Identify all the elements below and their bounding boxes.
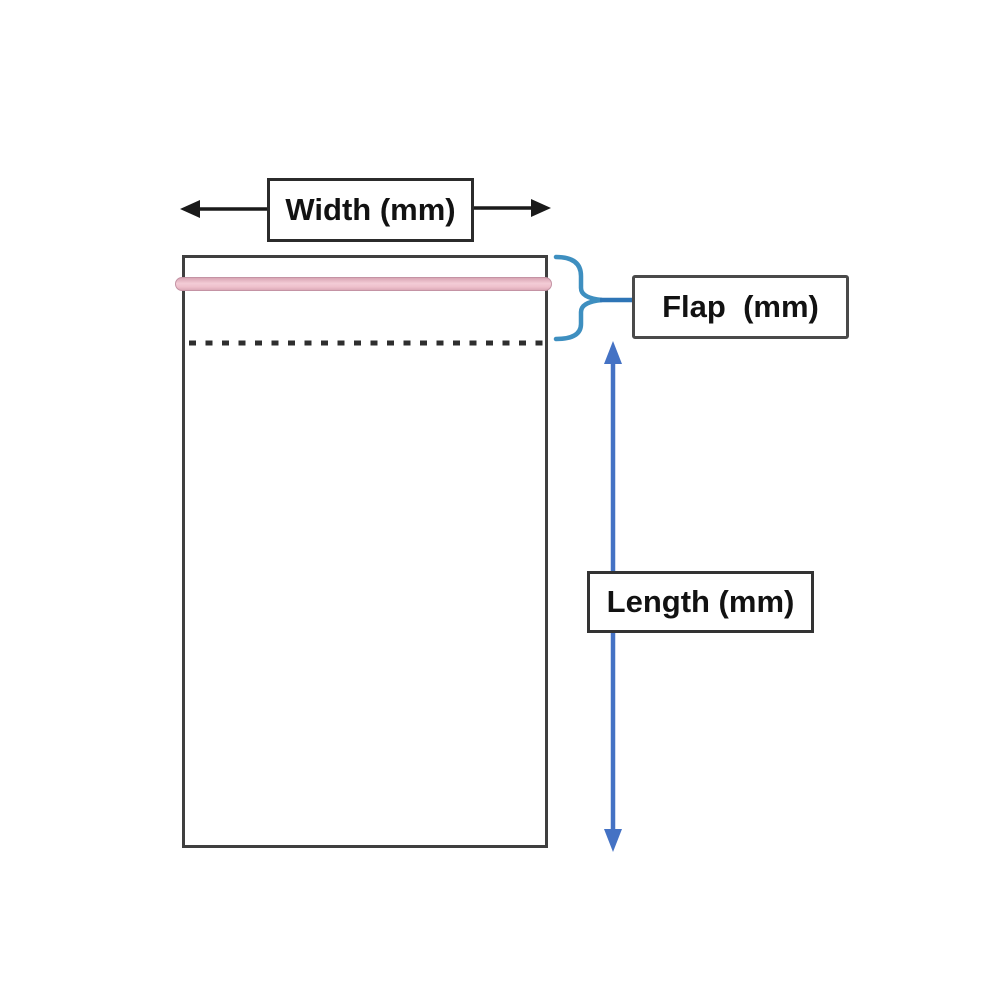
adhesive-strip [175, 277, 552, 291]
bag-outline [182, 255, 548, 848]
flap-label: Flap (mm) [632, 275, 849, 339]
width-label: Width (mm) [267, 178, 474, 242]
width-arrow-left-icon [180, 200, 268, 218]
flap-brace-icon [553, 254, 603, 342]
width-arrow-right-icon [473, 199, 551, 217]
length-label: Length (mm) [587, 571, 814, 633]
